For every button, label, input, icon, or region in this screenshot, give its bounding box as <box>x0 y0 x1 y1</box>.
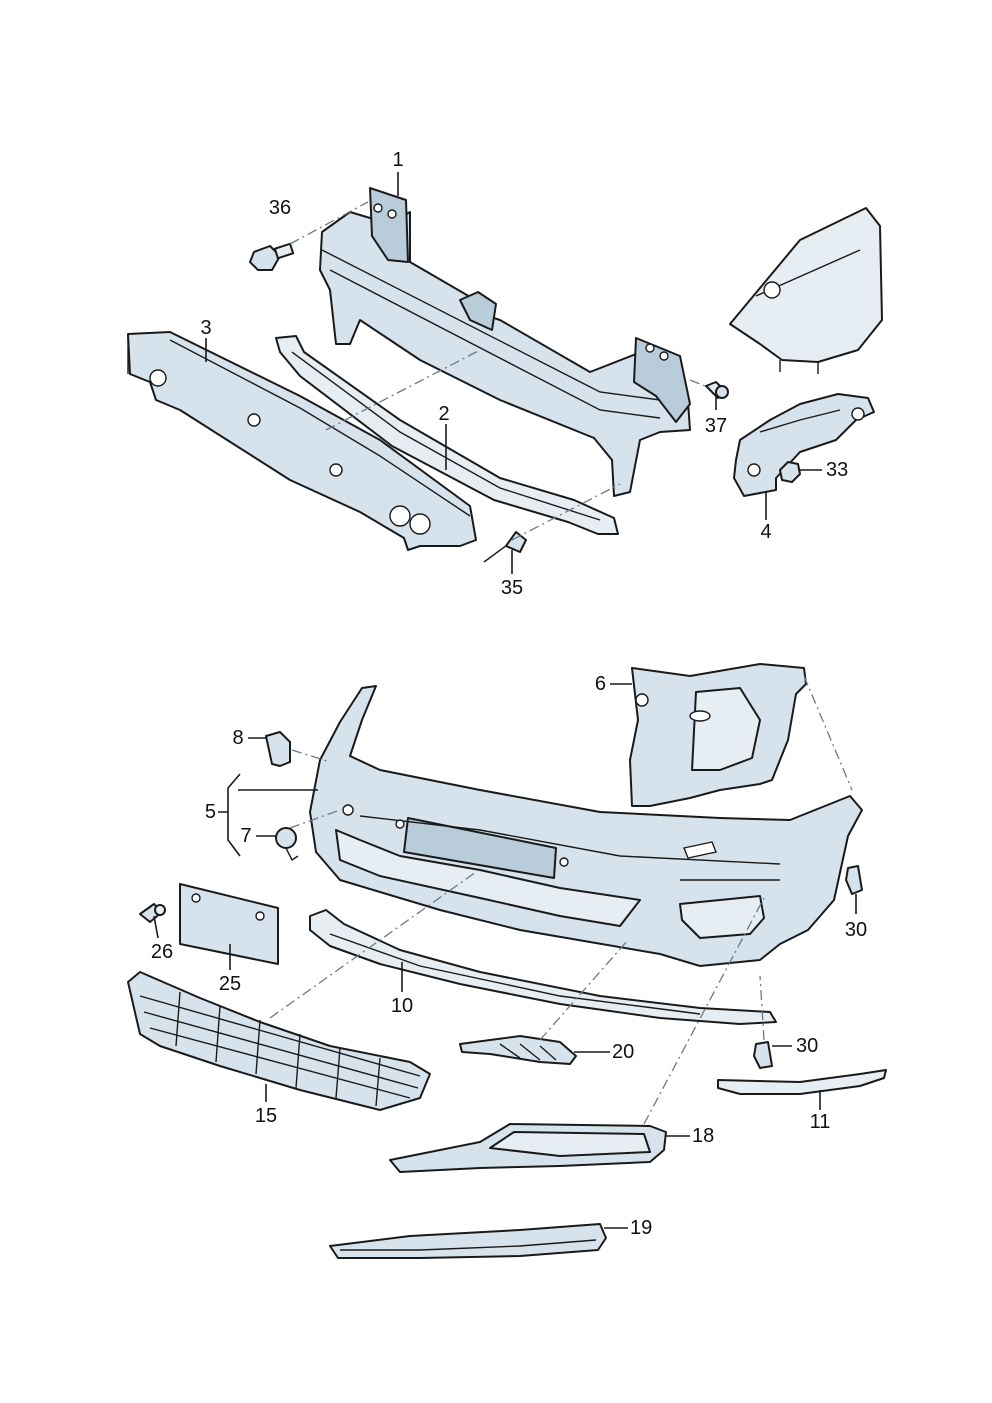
callout-4: 4 <box>760 521 771 543</box>
part-25-licence-plate-holder[interactable] <box>179 883 279 965</box>
part-19-trim-lower[interactable] <box>329 1223 607 1259</box>
part-2-deformation-element[interactable] <box>275 335 619 535</box>
callout-36: 36 <box>269 197 291 219</box>
callout-11: 11 <box>810 1111 831 1133</box>
assembly-line-top-2 <box>511 483 621 541</box>
part-8-cap[interactable] <box>265 731 291 767</box>
fender-context <box>729 207 883 374</box>
part-11-trim-strip[interactable] <box>717 1069 887 1095</box>
assembly-line-bottom-1 <box>269 871 477 1019</box>
part-36-bolt[interactable] <box>249 242 295 271</box>
part-26-clip[interactable] <box>139 903 166 923</box>
part-15-grille[interactable] <box>127 971 431 1111</box>
assembly-line-top-1 <box>325 349 481 431</box>
part-1-bumper-carrier[interactable] <box>319 187 691 497</box>
callout-35: 35 <box>501 577 523 599</box>
callout-26: 26 <box>151 941 173 963</box>
part-6-side-bracket[interactable] <box>629 663 807 807</box>
assembly-line-top-4 <box>689 379 711 389</box>
callout-30-upper: 30 <box>845 919 867 941</box>
assembly-line-bottom-2 <box>539 939 629 1041</box>
part-4-guide-bracket[interactable] <box>733 393 875 497</box>
callout-18: 18 <box>692 1125 714 1147</box>
callout-15: 15 <box>255 1105 277 1127</box>
callout-6: 6 <box>595 673 606 695</box>
callout-8: 8 <box>232 727 243 749</box>
callout-37: 37 <box>705 415 727 437</box>
callout-3: 3 <box>200 317 211 339</box>
part-35-rivet[interactable] <box>483 531 527 563</box>
callout-33: 33 <box>826 459 848 481</box>
assembly-line-bottom-6 <box>289 809 341 829</box>
assembly-line-top-3 <box>289 201 369 245</box>
assembly-line-bottom-7 <box>291 749 331 763</box>
callout-5: 5 <box>205 801 216 823</box>
leader-26 <box>153 915 159 939</box>
part-3-energy-absorber[interactable] <box>127 331 477 551</box>
callout-1: 1 <box>392 149 403 171</box>
part-30-clip-upper[interactable] <box>845 865 863 895</box>
assembly-line-bottom-3 <box>643 897 765 1125</box>
part-33-nut[interactable] <box>779 461 801 483</box>
part-10-spoiler[interactable] <box>309 909 777 1025</box>
part-7-cover-cap[interactable] <box>275 827 299 862</box>
callout-2: 2 <box>438 403 449 425</box>
part-5-bumper-cover[interactable] <box>309 685 863 967</box>
part-20-grille-insert[interactable] <box>459 1035 577 1065</box>
assembly-line-bottom-5 <box>759 975 765 1041</box>
callout-10: 10 <box>391 995 413 1017</box>
callout-30-lower: 30 <box>796 1035 818 1057</box>
assembly-line-bottom-4 <box>803 675 853 791</box>
leader-5-bracket <box>218 773 318 857</box>
part-37-screw[interactable] <box>705 381 729 399</box>
part-18-grille-lower[interactable] <box>389 1123 667 1173</box>
callout-20: 20 <box>612 1041 634 1063</box>
part-30-clip-lower[interactable] <box>753 1041 773 1069</box>
callout-19: 19 <box>630 1217 652 1239</box>
callout-25: 25 <box>219 973 241 995</box>
callout-7: 7 <box>240 825 251 847</box>
